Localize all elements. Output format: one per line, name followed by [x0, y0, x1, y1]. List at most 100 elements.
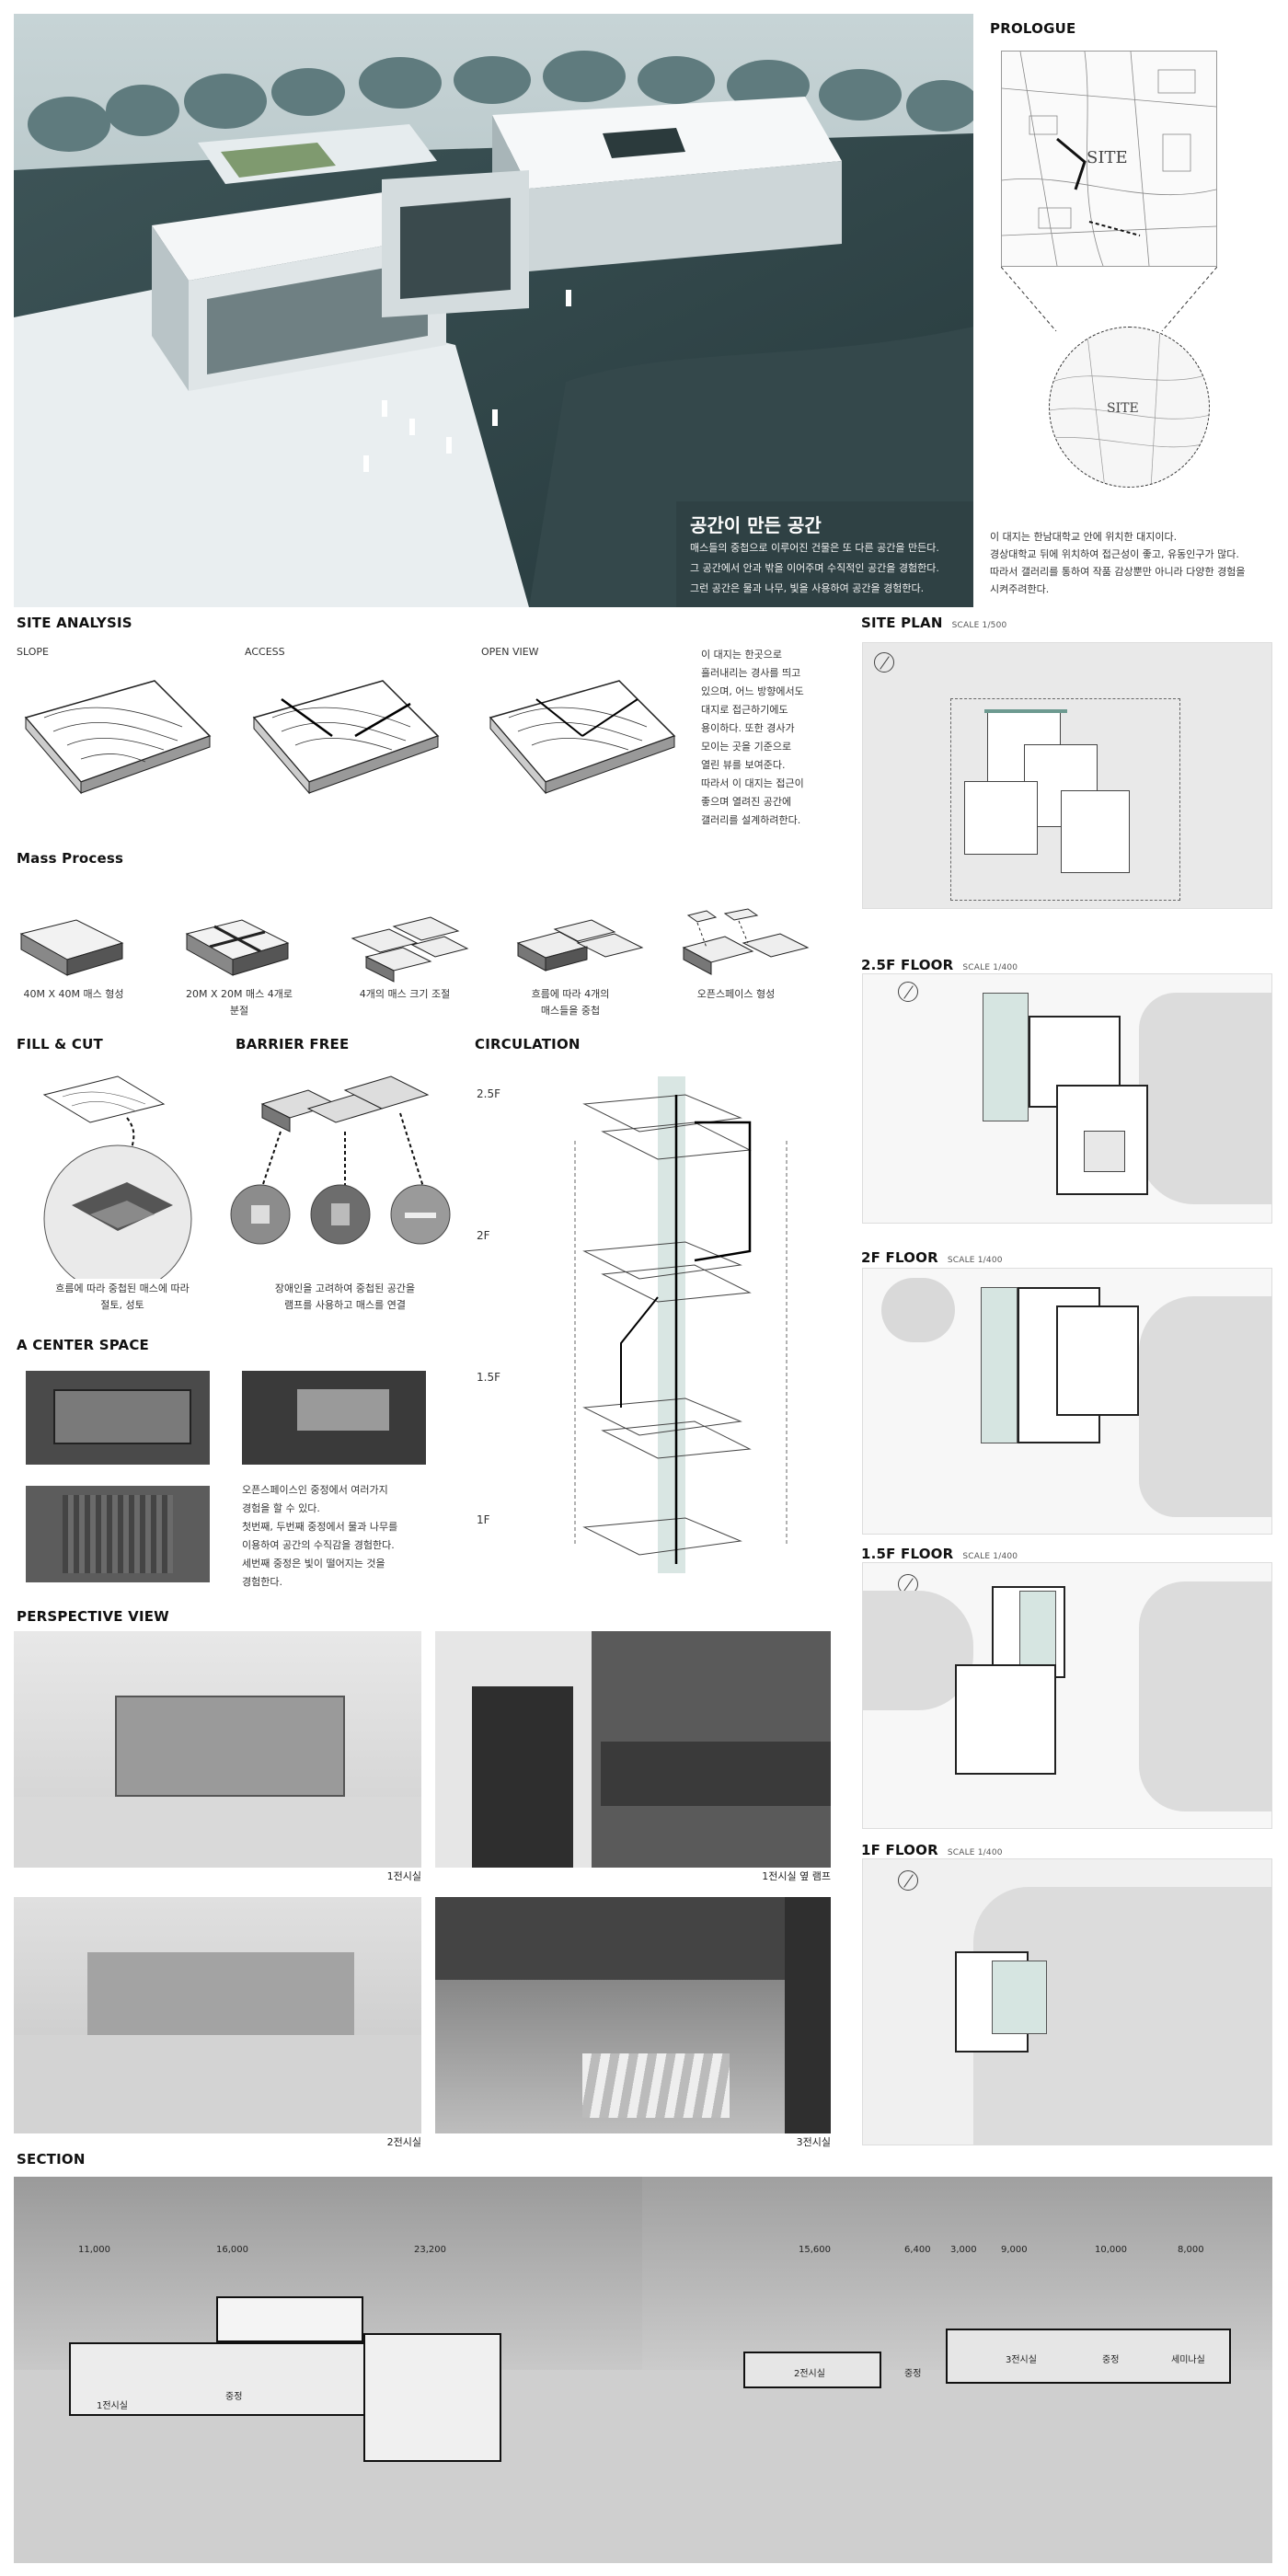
floor-1f-title: 1F FLOOR [861, 1842, 938, 1858]
section-dim-right-6: 8,000 [1178, 2245, 1204, 2255]
mass-step-1-line-1: 40M X 40M 매스 형성 [23, 988, 124, 1000]
section-dim-right-5: 10,000 [1095, 2245, 1127, 2255]
prologue-site-detail: SITE [1049, 327, 1210, 488]
floor-1f-plan [862, 1858, 1272, 2145]
perspective-render-2 [435, 1631, 831, 1868]
floor-1f-scale: SCALE 1/400 [947, 1848, 1003, 1857]
section-dim-left-1: 11,000 [78, 2245, 110, 2255]
prologue-detail-drawing [1050, 328, 1209, 487]
floor-2-5f-heading: 2.5F FLOOR SCALE 1/400 [861, 957, 1018, 973]
section-dim-right-3: 3,000 [950, 2245, 977, 2255]
prologue-map-drawing [1001, 51, 1217, 267]
mass-step-5-line-1: 오픈스페이스 형성 [696, 988, 776, 1000]
section-dim-left-2: 16,000 [216, 2245, 248, 2255]
fill-cut-line-2: 절토, 성토 [100, 1299, 144, 1311]
circulation-level-1f: 1F [477, 1513, 490, 1526]
perspective-caption-1: 1전시실 [386, 1870, 421, 1882]
center-space-render-2 [242, 1371, 426, 1465]
hero-line-1: 매스들의 중첩으로 이루어진 건물은 또 다른 공간을 만든다. [690, 542, 939, 554]
perspective-caption-2: 1전시실 옆 램프 [762, 1870, 831, 1882]
fill-cut-diagram [42, 1075, 192, 1279]
section-room-left-1: 1전시실 [97, 2401, 128, 2411]
site-plan-heading: SITE PLAN SCALE 1/500 [861, 615, 1006, 631]
site-analysis-line-7: 열린 뷰를 보여준다. [701, 759, 786, 771]
center-space-line-2: 경험을 할 수 있다. [242, 1502, 320, 1514]
floor-1-5f-title: 1.5F FLOOR [861, 1546, 954, 1562]
site-analysis-line-8: 따라서 이 대지는 접근이 [701, 777, 804, 789]
hero-line-2: 그 공간에서 안과 밖을 이어주며 수직적인 공간을 경험한다. [690, 562, 939, 574]
circulation-diagram [574, 1076, 788, 1573]
mass-step-2-line-1: 20M X 20M 매스 4개로 [186, 988, 293, 1000]
north-arrow-icon [874, 652, 894, 673]
floor-1f-heading: 1F FLOOR SCALE 1/400 [861, 1842, 1003, 1858]
section-drawing-right: 15,600 6,400 3,000 9,000 10,000 8,000 2전… [642, 2177, 1272, 2563]
floor-2-5f-scale: SCALE 1/400 [962, 963, 1018, 972]
section-dim-right-1: 15,600 [799, 2245, 831, 2255]
access-diagram [252, 680, 440, 795]
floor-1-5f-heading: 1.5F FLOOR SCALE 1/400 [861, 1546, 1018, 1562]
site-analysis-line-5: 용이하다. 또한 경사가 [701, 722, 795, 734]
site-analysis-line-4: 대지로 접근하기에도 [701, 704, 788, 716]
hero-render: 공간이 만든 공간 매스들의 중첩으로 이루어진 건물은 또 다른 공간을 만든… [14, 14, 973, 607]
mass-step-1 [19, 919, 124, 976]
prologue-text: 이 대지는 한남대학교 안에 위치한 대지이다. 경상대학교 뒤에 위치하여 접… [990, 528, 1284, 598]
perspective-render-4 [435, 1897, 831, 2133]
access-label: ACCESS [245, 646, 285, 658]
site-analysis-line-1: 이 대지는 한곳으로 [701, 649, 782, 661]
prologue-line-3: 따라서 갤러리를 통하여 작품 감상뿐만 아니라 다양한 경험을 [990, 566, 1246, 578]
mass-step-3 [351, 916, 469, 983]
section-room-right-1: 2전시실 [794, 2369, 825, 2379]
open-view-label: OPEN VIEW [481, 646, 539, 658]
floor-1-5f-plan [862, 1562, 1272, 1829]
prologue-map-label: SITE [1087, 148, 1128, 167]
mass-step-4 [516, 919, 644, 972]
open-view-diagram [489, 680, 676, 795]
prologue-detail-label: SITE [1107, 401, 1139, 416]
section-heading: SECTION [17, 2151, 86, 2168]
mass-process-heading: Mass Process [17, 850, 124, 867]
site-plan-drawing [862, 642, 1272, 909]
slope-diagram [24, 680, 212, 795]
hero-render-illustration [14, 14, 973, 607]
mass-step-1-caption: 40M X 40M 매스 형성 [0, 986, 147, 1003]
floor-1-5f-scale: SCALE 1/400 [962, 1552, 1018, 1561]
prologue-line-4: 시켜주려한다. [990, 583, 1050, 595]
site-plan-title: SITE PLAN [861, 615, 943, 631]
mass-step-3-caption: 4개의 매스 크기 조절 [331, 986, 478, 1003]
section-room-right-5: 세미나실 [1171, 2355, 1205, 2365]
section-room-right-2: 중정 [904, 2369, 922, 2379]
center-space-render-1 [26, 1371, 210, 1465]
circulation-level-2-5f: 2.5F [477, 1087, 500, 1100]
perspective-render-1 [14, 1631, 421, 1868]
fill-cut-line-1: 흐름에 따라 중첩된 매스에 따라 [55, 1282, 190, 1294]
center-space-line-1: 오픈스페이스인 중정에서 여러가지 [242, 1484, 388, 1496]
center-space-line-4: 이용하여 공간의 수직감을 경험한다. [242, 1539, 395, 1551]
floor-2-5f-plan [862, 973, 1272, 1224]
site-analysis-heading: SITE ANALYSIS [17, 615, 132, 631]
north-arrow-icon [898, 982, 918, 1002]
mass-step-4-line-1: 흐름에 따라 4개의 [531, 988, 610, 1000]
perspective-caption-3: 2전시실 [386, 2136, 421, 2148]
fill-cut-caption: 흐름에 따라 중첩된 매스에 따라 절토, 성토 [17, 1281, 228, 1314]
prologue-site-map: SITE [1001, 51, 1217, 267]
site-analysis-line-6: 모이는 곳을 기준으로 [701, 741, 792, 753]
floor-2-5f-title: 2.5F FLOOR [861, 957, 954, 973]
mass-step-2-caption: 20M X 20M 매스 4개로 분절 [166, 986, 313, 1019]
barrier-free-line-2: 램프를 사용하고 매스를 연결 [284, 1299, 406, 1311]
site-analysis-line-10: 갤러리를 설계하려한다. [701, 814, 801, 826]
center-space-heading: A CENTER SPACE [17, 1337, 149, 1353]
site-analysis-line-2: 흘러내리는 경사를 띄고 [701, 667, 801, 679]
floor-2f-title: 2F FLOOR [861, 1249, 938, 1266]
mass-step-4-caption: 흐름에 따라 4개의 매스들을 중첩 [497, 986, 644, 1019]
prologue-line-2: 경상대학교 뒤에 위치하여 접근성이 좋고, 유동인구가 많다. [990, 548, 1239, 560]
section-room-left-2: 중정 [225, 2392, 243, 2402]
site-plan-scale: SCALE 1/500 [951, 621, 1007, 630]
section-room-right-4: 중정 [1102, 2355, 1120, 2365]
prologue-heading: PROLOGUE [990, 20, 1076, 37]
perspective-caption-4: 3전시실 [796, 2136, 831, 2148]
floor-2f-plan [862, 1268, 1272, 1535]
hero-line-3: 그런 공간은 물과 나무, 빛을 사용하여 공간을 경험한다. [690, 582, 925, 594]
center-space-text: 오픈스페이스인 중정에서 여러가지 경험을 할 수 있다. 첫번째, 두번째 중… [242, 1481, 463, 1592]
fill-cut-heading: FILL & CUT [17, 1036, 103, 1052]
